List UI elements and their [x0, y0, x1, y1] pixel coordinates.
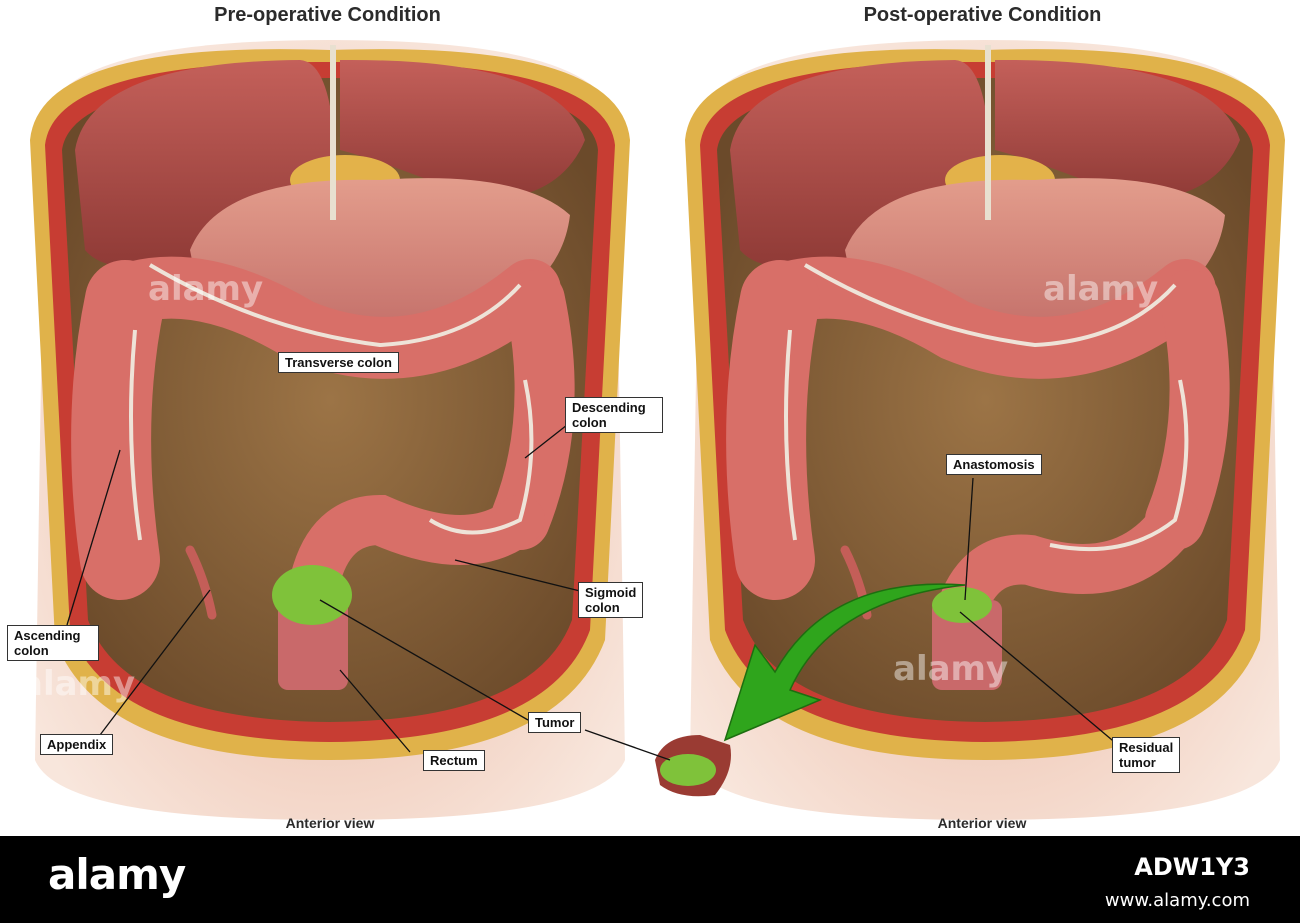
watermark-1: alamy — [148, 269, 263, 309]
appendix-left — [185, 545, 217, 620]
post-operative-title: Post-operative Condition — [863, 4, 1102, 26]
label-sigmoid-colon: Sigmoid colon — [578, 582, 644, 618]
alamy-logo: alamy — [48, 850, 186, 899]
tumor-left — [272, 565, 352, 625]
ascending-colon-right — [726, 260, 820, 600]
residual-tumor-right — [932, 587, 992, 623]
anterior-view-left: Anterior view — [285, 815, 375, 831]
rectum-right — [932, 600, 1002, 690]
anterior-view-right: Anterior view — [937, 815, 1027, 831]
removal-arrow — [723, 583, 966, 742]
watermark-4: alamy — [20, 664, 135, 704]
post-operative-panel — [584, 40, 1285, 820]
label-descending-colon: Descending colon — [565, 397, 663, 433]
pre-operative-panel — [30, 40, 630, 820]
footer-bar: alamy ADW1Y3 www.alamy.com — [0, 836, 1300, 923]
ascending-colon-left — [71, 260, 165, 600]
label-transverse-colon: Transverse colon — [278, 352, 399, 373]
transverse-colon-band-left — [148, 263, 522, 348]
watermark-2: alamy — [1043, 269, 1158, 309]
label-appendix: Appendix — [40, 734, 114, 755]
liver-right-lobe-left — [340, 59, 585, 201]
label-tumor: Tumor — [528, 712, 582, 733]
label-ascending-colon: Ascending colon — [7, 625, 99, 661]
sigmoid-colon-right — [940, 495, 1200, 625]
sigmoid-colon-left — [290, 494, 545, 605]
descending-colon-right — [1145, 270, 1230, 550]
pre-operative-title: Pre-operative Condition — [214, 4, 441, 26]
image-id: ADW1Y3 — [1134, 853, 1250, 881]
anatomy-illustration: alamy alamy alamy alamy — [20, 40, 1285, 820]
site-url[interactable]: www.alamy.com — [1104, 890, 1250, 911]
descending-colon-left — [490, 270, 575, 550]
label-rectum: Rectum — [423, 750, 485, 771]
watermark-3: alamy — [893, 649, 1008, 689]
label-residual-tumor: Residual tumor — [1112, 737, 1181, 773]
liver-right-lobe-right — [995, 59, 1240, 201]
label-anastomosis: Anastomosis — [946, 454, 1042, 475]
